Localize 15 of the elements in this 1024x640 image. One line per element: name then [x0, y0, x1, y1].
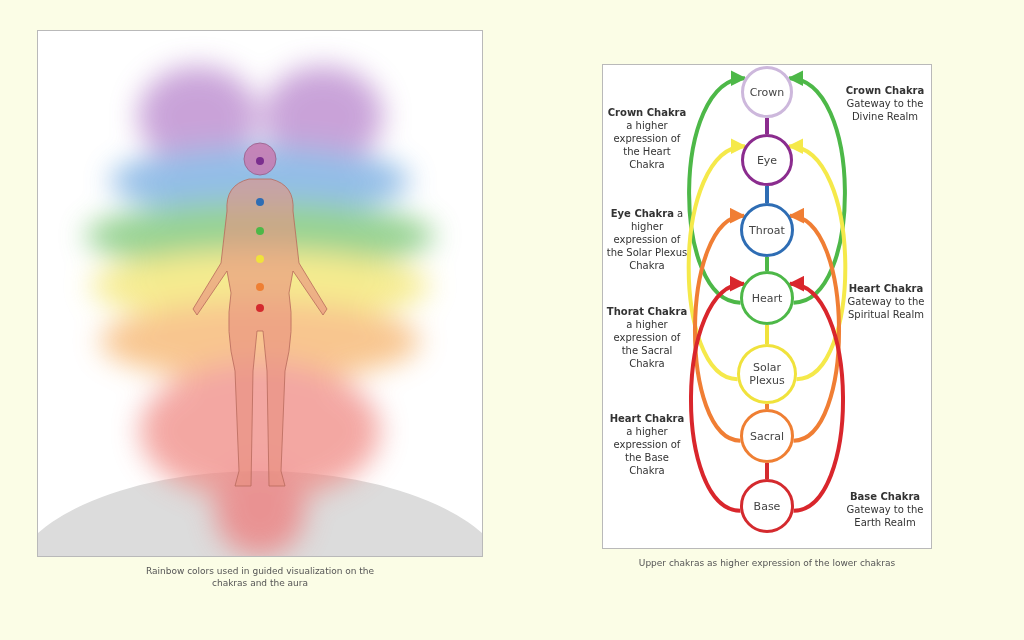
- connector-bar: [765, 404, 769, 409]
- figure-caption: Rainbow colors used in guided visualization on the chakras and the aura: [144, 565, 376, 589]
- connector-bar: [765, 118, 769, 134]
- chakra-note: Crown Chakra Gateway to the Divine Realm: [844, 84, 926, 123]
- chakra-note: Base Chakra Gateway to the Earth Realm: [845, 490, 925, 529]
- connector-bar: [765, 325, 769, 344]
- connector-bar: [765, 257, 769, 271]
- chakra-note: Crown Chakra a higher expression of the Heart Chakra: [606, 106, 688, 171]
- connector-bar: [765, 186, 769, 203]
- chakra-note: Thorat Chakra a higher expression of the Sacral Chakra: [606, 305, 688, 370]
- chakra-note: Heart Chakra a higher expression of the Base Chakra: [608, 412, 686, 477]
- chakra-note: Eye Chakra a higher expression of the Solar Plexus Chakra: [606, 207, 688, 272]
- figure-caption: Upper chakras as higher expression of the lower chakras: [637, 557, 897, 569]
- chakra-note: Heart Chakra Gateway to the Spiritual Realm: [846, 282, 926, 321]
- connector-bar: [765, 463, 769, 479]
